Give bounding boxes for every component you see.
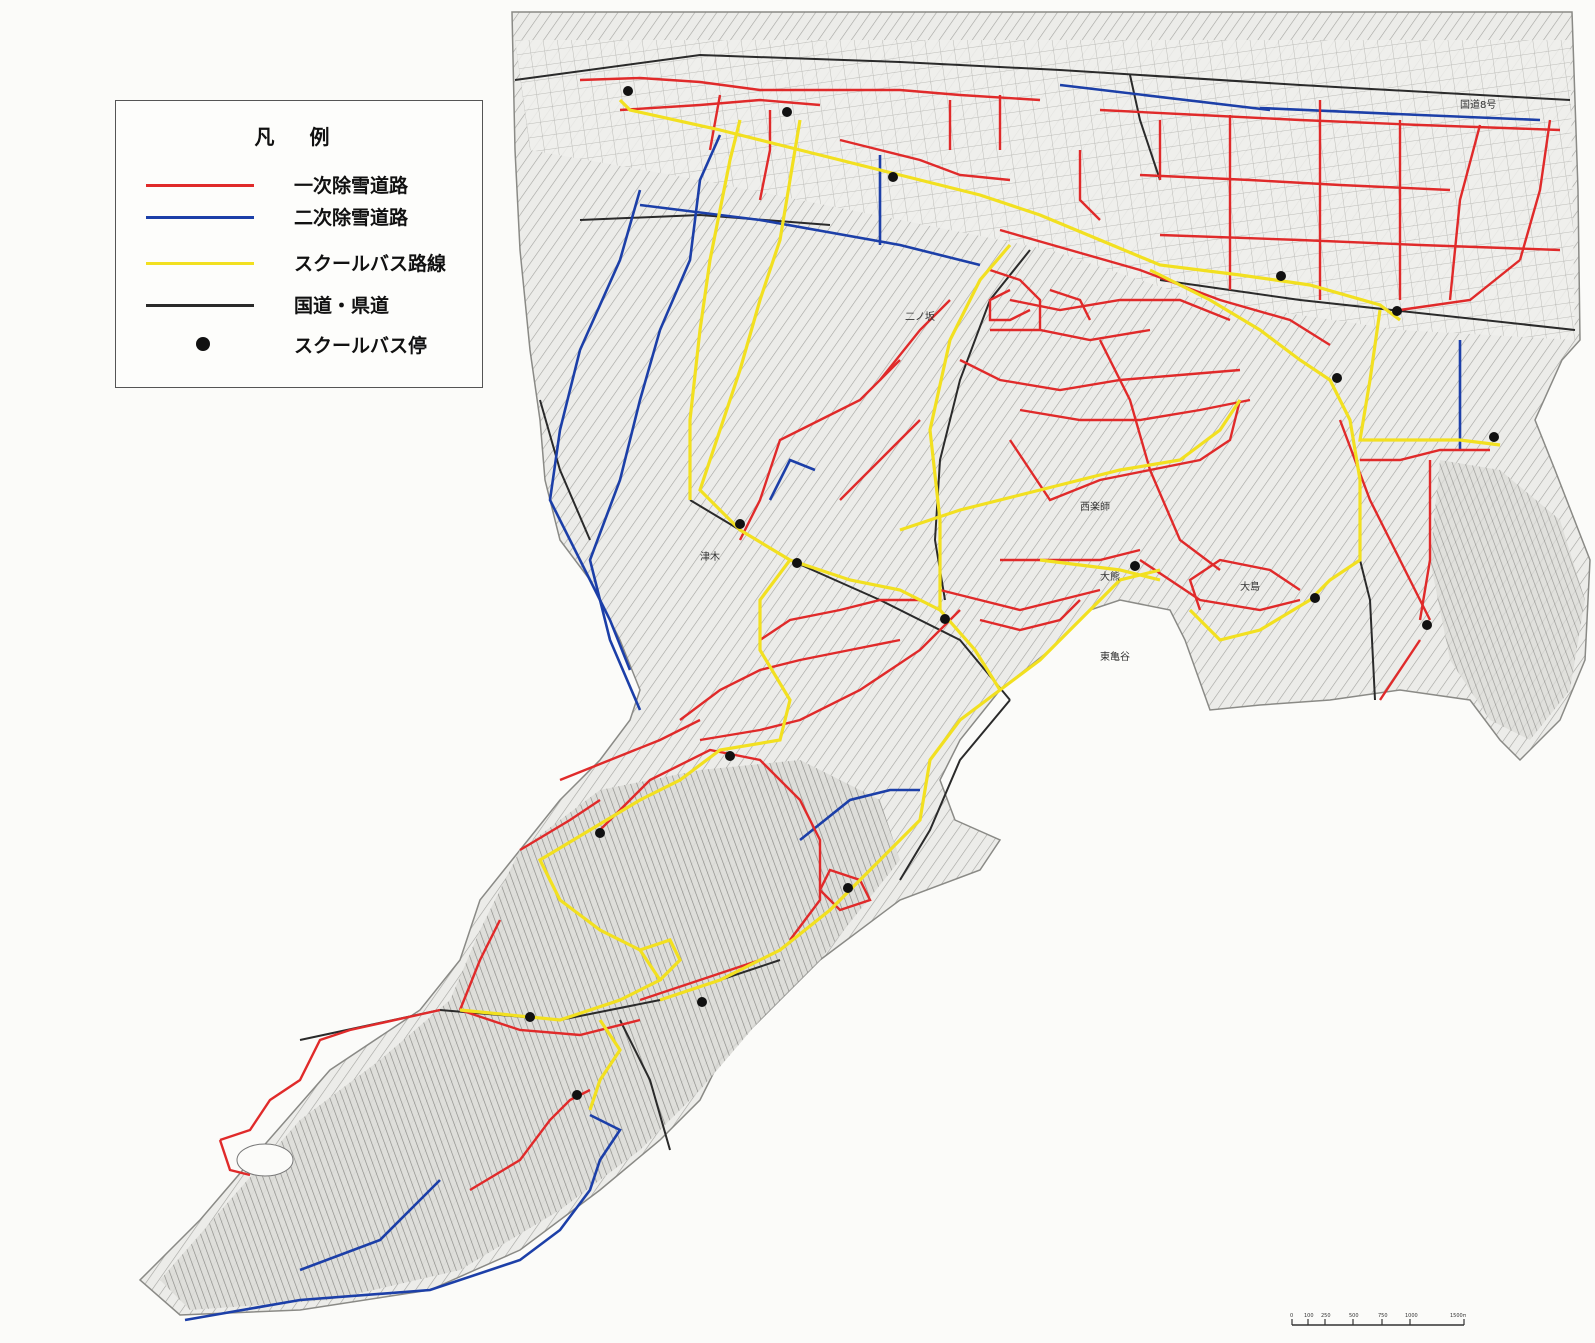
bus-stop [888, 172, 898, 182]
scale-tick-label: 100 [1304, 1313, 1314, 1319]
bus-stop [1310, 593, 1320, 603]
legend-label: 二次除雪道路 [294, 207, 409, 229]
bus-stop [1422, 620, 1432, 630]
black-line-swatch [146, 304, 254, 307]
bus-stop [792, 558, 802, 568]
place-label: 津木 [700, 551, 720, 563]
bus-stop [623, 86, 633, 96]
yellow-line-swatch [146, 262, 254, 265]
bus-stop [843, 883, 853, 893]
place-label: 西楽師 [1080, 500, 1110, 513]
bus-stop [940, 614, 950, 624]
map-legend: 凡 例 一次除雪道路 二次除雪道路 スクールバス路線 国道・県道 スクールバス停 [115, 100, 483, 388]
mountain-terrain-east [1430, 460, 1585, 740]
bus-stop [697, 997, 707, 1007]
legend-item-bus-stop: スクールバス停 [116, 331, 482, 361]
place-label: 二ノ坂 [905, 311, 935, 323]
bus-stop [782, 107, 792, 117]
legend-label: 一次除雪道路 [294, 175, 409, 197]
bus-stop [1276, 271, 1286, 281]
primary-snow-removal-roads [218, 76, 1561, 1192]
bus-stop-dot-icon [196, 337, 210, 351]
bus-stop [725, 751, 735, 761]
school-bus-routes [459, 98, 1501, 1111]
legend-label: 国道・県道 [294, 295, 390, 317]
legend-label: スクールバス路線 [294, 253, 447, 275]
bus-stop [735, 519, 745, 529]
scale-tick-label: 500 [1349, 1313, 1359, 1319]
mountain-terrain [160, 760, 900, 1310]
legend-title: 凡 例 [254, 125, 344, 149]
blue-line-swatch [146, 216, 254, 219]
place-label: 東亀谷 [1100, 650, 1130, 663]
scale-tick-label: 250 [1321, 1313, 1331, 1319]
bus-stop [595, 828, 605, 838]
bus-stop [1332, 373, 1342, 383]
scale-tick-label: 1000 [1405, 1313, 1418, 1319]
scale-tick-label: 0 [1290, 1313, 1293, 1319]
legend-item-bus-route: スクールバス路線 [116, 249, 482, 279]
bus-stop [525, 1012, 535, 1022]
place-label: 国道8号 [1460, 98, 1496, 111]
bus-stop [1489, 432, 1499, 442]
legend-label: スクールバス停 [294, 335, 428, 357]
bus-stop [572, 1090, 582, 1100]
school-bus-stops [525, 86, 1499, 1100]
urban-grid-area [515, 40, 1575, 340]
secondary-snow-removal-roads [184, 83, 1541, 1322]
place-label: 大熊 [1100, 570, 1120, 583]
place-label: 大島 [1240, 580, 1260, 593]
red-line-swatch [146, 184, 254, 187]
bus-stop [1392, 306, 1402, 316]
place-labels: 津木 東亀谷 大島 西楽師 二ノ坂 大熊 国道8号 [700, 98, 1496, 663]
scale-tick-label: 750 [1378, 1313, 1388, 1319]
pond [236, 1143, 294, 1177]
scale-bar: 0 100 250 500 750 1000 1500m [1290, 1313, 1466, 1326]
legend-item-primary: 一次除雪道路 [116, 171, 482, 201]
scale-tick-label: 1500m [1450, 1313, 1466, 1319]
legend-item-secondary: 二次除雪道路 [116, 203, 482, 233]
legend-item-national-road: 国道・県道 [116, 291, 482, 321]
bus-stop [1130, 561, 1140, 571]
